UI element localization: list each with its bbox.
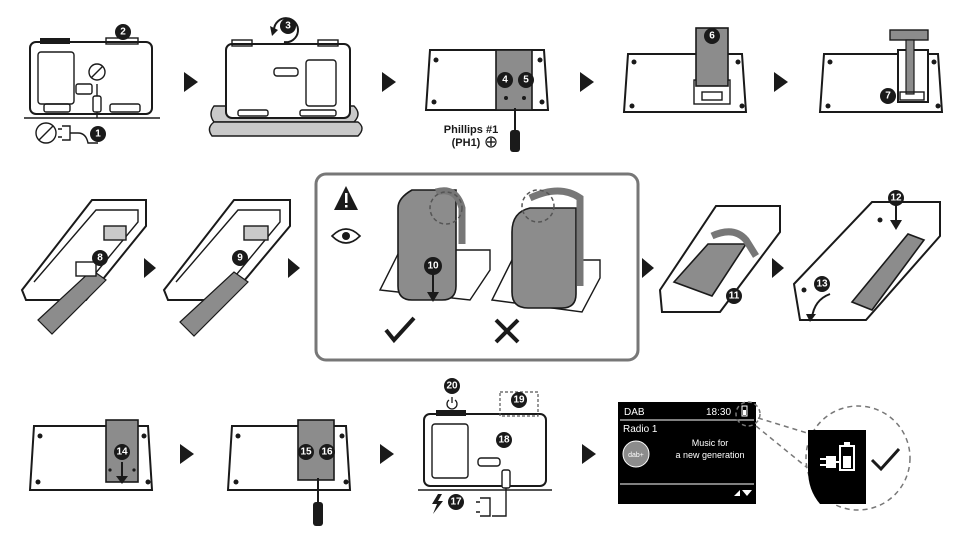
step-badge-20: 20 xyxy=(444,378,460,394)
step-badge-12: 12 xyxy=(888,190,904,206)
plug-icon xyxy=(820,456,840,468)
step-badge-5: 5 xyxy=(518,72,534,88)
panel-tighten-screws xyxy=(226,419,352,526)
warning-box xyxy=(314,172,640,362)
lightning-icon xyxy=(432,494,443,514)
step-badge-19: 19 xyxy=(511,392,527,408)
svg-text:3: 3 xyxy=(285,21,291,32)
arrow-2 xyxy=(382,72,396,92)
panel-disconnect xyxy=(20,199,147,335)
panel-connector-removed xyxy=(162,199,291,337)
step-badge-9: 9 xyxy=(232,250,248,266)
svg-text:15: 15 xyxy=(300,447,312,458)
panel-replace-cover xyxy=(28,419,154,491)
panel-unplug xyxy=(24,37,160,144)
step-badge-14: 14 xyxy=(114,444,130,460)
check-icon xyxy=(384,316,416,344)
arrow-4 xyxy=(774,72,788,92)
svg-text:17: 17 xyxy=(450,497,462,508)
check-icon-final xyxy=(870,447,901,472)
step-badge-10: 10 xyxy=(424,257,442,275)
svg-text:7: 7 xyxy=(885,91,891,102)
svg-text:19: 19 xyxy=(513,395,525,406)
step-badge-4: 4 xyxy=(497,72,513,88)
arrow-1 xyxy=(184,72,198,92)
step-badge-8: 8 xyxy=(92,250,108,266)
panel-lift-cover xyxy=(622,27,748,113)
svg-text:2: 2 xyxy=(120,27,126,38)
warning-icon xyxy=(334,186,358,210)
svg-text:14: 14 xyxy=(116,447,128,458)
arrow-3 xyxy=(580,72,594,92)
display-station: Radio 1 xyxy=(623,424,658,435)
step-badge-3: 3 xyxy=(280,18,296,34)
panel-close-cover xyxy=(792,192,941,322)
svg-text:12: 12 xyxy=(890,193,902,204)
arrow-7 xyxy=(642,258,654,278)
step-badge-15: 15 xyxy=(298,444,314,460)
radio-display: DAB 18:30 Radio 1 dab+ Music for a new g… xyxy=(618,402,756,504)
step-badge-18: 18 xyxy=(496,432,512,448)
svg-text:8: 8 xyxy=(97,253,103,264)
svg-text:1: 1 xyxy=(95,129,101,140)
svg-text:16: 16 xyxy=(321,447,333,458)
eye-icon xyxy=(330,228,362,244)
arrow-5 xyxy=(144,258,156,278)
step-badge-16: 16 xyxy=(319,444,335,460)
zoom-battery-indicator xyxy=(805,405,911,511)
svg-text:4: 4 xyxy=(502,75,508,86)
screwdriver-icon xyxy=(510,108,520,152)
svg-text:20: 20 xyxy=(446,381,458,392)
power-icon xyxy=(446,397,458,410)
arrow-6 xyxy=(288,258,300,278)
cross-icon xyxy=(494,318,520,344)
svg-text:5: 5 xyxy=(523,75,529,86)
arrow-11 xyxy=(582,444,596,464)
step-badge-1: 1 xyxy=(90,126,106,142)
phillips-head-icon xyxy=(485,136,497,148)
step-badge-13: 13 xyxy=(814,276,830,292)
step-badge-7: 7 xyxy=(880,88,896,104)
arrow-10 xyxy=(380,444,394,464)
step-badge-2: 2 xyxy=(115,24,131,40)
arrow-9 xyxy=(180,444,194,464)
svg-text:13: 13 xyxy=(816,279,828,290)
step-badge-17: 17 xyxy=(448,494,464,510)
svg-text:6: 6 xyxy=(709,31,715,42)
battery-icon xyxy=(741,405,748,417)
panel-insert-battery xyxy=(658,205,781,313)
display-time: 18:30 xyxy=(706,407,731,418)
step-badge-6: 6 xyxy=(704,28,720,44)
svg-text:9: 9 xyxy=(237,253,243,264)
display-message-line2: a new generation xyxy=(675,450,744,460)
display-logo: dab+ xyxy=(628,452,644,459)
svg-text:18: 18 xyxy=(498,435,510,446)
panel-remove-screws xyxy=(424,49,550,152)
panel-power-on xyxy=(418,391,552,517)
step-badge-11: 11 xyxy=(726,288,742,304)
tool-label-line1: Phillips #1 xyxy=(444,124,498,136)
svg-text:11: 11 xyxy=(729,291,740,302)
arrow-8 xyxy=(772,258,784,278)
display-message-line1: Music for xyxy=(692,438,729,448)
panel-pull-tab xyxy=(818,29,944,113)
tool-label-line2: (PH1) xyxy=(452,137,481,149)
svg-text:10: 10 xyxy=(427,261,439,272)
panel-turn-over xyxy=(208,17,363,137)
display-mode: DAB xyxy=(624,407,645,418)
